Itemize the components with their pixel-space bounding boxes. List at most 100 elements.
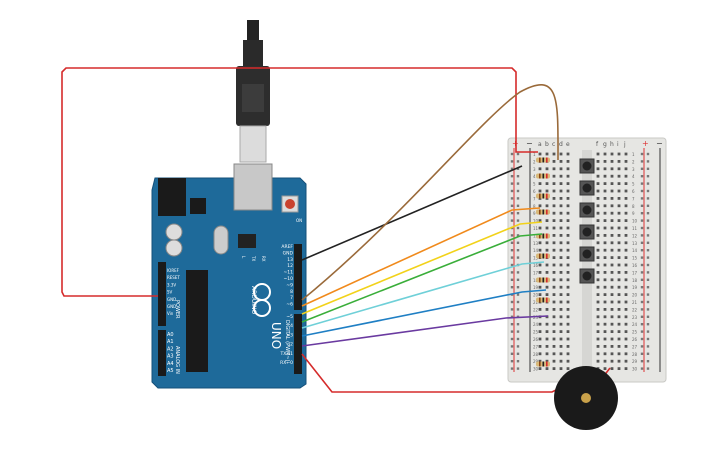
row-number: 6 (632, 189, 635, 194)
analog-pin-label: A3 (167, 354, 174, 360)
row-number: 27 (533, 344, 539, 349)
push-button[interactable] (579, 202, 595, 218)
digital-pin-label: 7 (290, 295, 293, 301)
row-number: 14 (632, 248, 638, 253)
capacitor-1 (165, 223, 183, 241)
digital-pin-label: 12 (287, 263, 293, 269)
analog-pin-label: A0 (167, 332, 174, 338)
led-label: L (241, 256, 246, 259)
row-number: 19 (533, 285, 539, 290)
resistor[interactable] (536, 173, 550, 179)
capacitor-2 (165, 239, 183, 257)
row-number: 5 (533, 182, 536, 187)
row-number: 23 (632, 315, 638, 320)
row-number: 4 (632, 174, 635, 179)
row-number: 6 (533, 189, 536, 194)
row-number: 24 (632, 322, 638, 327)
push-button[interactable] (579, 246, 595, 262)
resistor[interactable] (536, 297, 550, 303)
row-number: 7 (533, 196, 536, 201)
digital-pin-label: ~5 (286, 314, 293, 320)
row-number: 15 (632, 256, 638, 261)
row-number: 17 (632, 270, 638, 275)
row-number: 29 (533, 359, 539, 364)
resistor[interactable] (536, 157, 550, 163)
row-number: 8 (632, 204, 635, 209)
power-pin-label: Vin (167, 311, 174, 316)
atmega-chip (186, 270, 208, 372)
row-number: 11 (632, 226, 638, 231)
wire-yellow[interactable] (301, 221, 543, 315)
resistor[interactable] (536, 209, 550, 215)
push-button[interactable] (579, 158, 595, 174)
wire-blue[interactable] (301, 289, 547, 337)
digital-pin-label: 4 (290, 323, 293, 329)
resistor[interactable] (536, 193, 550, 199)
push-button[interactable] (579, 180, 595, 196)
row-number: 29 (632, 359, 638, 364)
arduino-logo (253, 283, 271, 317)
row-number: 1 (533, 152, 536, 157)
row-number: 9 (632, 211, 635, 216)
wire-brown[interactable] (301, 84, 559, 301)
resistor[interactable] (536, 361, 550, 367)
digital-pin-label: 2 (290, 342, 293, 348)
digital-pin-label: ~6 (286, 302, 293, 308)
row-number: 30 (533, 367, 539, 372)
row-number: 9 (533, 211, 536, 216)
column-letter-h: h (610, 141, 614, 148)
row-number: 26 (632, 337, 638, 342)
rail-minus-left: − (526, 139, 533, 148)
row-number: 12 (632, 233, 638, 238)
digital-pin-label: 13 (287, 257, 293, 263)
resistor[interactable] (536, 277, 550, 283)
column-letter-i: i (617, 141, 619, 148)
row-number: 18 (632, 278, 638, 283)
column-letter-b: b (545, 141, 549, 148)
wire-green[interactable] (301, 233, 543, 323)
analog-pin-label: A2 (167, 346, 174, 352)
row-number: 19 (632, 285, 638, 290)
push-button[interactable] (579, 224, 595, 240)
wire-orange[interactable] (301, 207, 541, 307)
row-number: 10 (533, 219, 539, 224)
digital-pin-label: AREF (281, 244, 293, 250)
power-pin-label: IOREF (167, 268, 180, 273)
piezo-buzzer[interactable] (554, 366, 618, 430)
push-button[interactable] (579, 268, 595, 284)
row-number: 13 (533, 241, 539, 246)
row-number: 12 (533, 233, 539, 238)
usb-jack (233, 163, 273, 211)
row-number: 13 (632, 241, 638, 246)
power-pin-label: 3.3V (167, 282, 176, 287)
led-label: TX (251, 255, 256, 261)
push-buttons[interactable] (579, 158, 595, 284)
row-number: 25 (632, 330, 638, 335)
row-number: 22 (632, 307, 638, 312)
column-letter-g: g (603, 141, 607, 148)
row-number: 8 (533, 204, 536, 209)
analog-header (158, 330, 166, 376)
brand-label: ARDUINO (250, 286, 257, 315)
power-pin-label: GND (167, 297, 176, 302)
rail-minus-right: − (656, 139, 663, 148)
wire-purple[interactable] (301, 315, 549, 347)
wire-cyan[interactable] (301, 261, 545, 329)
resistor[interactable] (536, 253, 550, 259)
rail-plus-right: + (642, 139, 649, 148)
digital-header-high (294, 244, 302, 310)
wire-red-5v-loop[interactable] (61, 67, 538, 297)
row-number: 25 (533, 330, 539, 335)
digital-pin-label: ~10 (284, 276, 294, 282)
resistors[interactable] (536, 157, 550, 367)
row-number: 30 (632, 367, 638, 372)
wire-black-gnd[interactable] (301, 165, 523, 261)
row-number: 20 (632, 293, 638, 298)
model-label: UNO (269, 322, 283, 349)
arduino-uno-board[interactable]: ARDUINO UNO DIGITAL (PWM~) POWER ANALOG … (151, 163, 307, 389)
